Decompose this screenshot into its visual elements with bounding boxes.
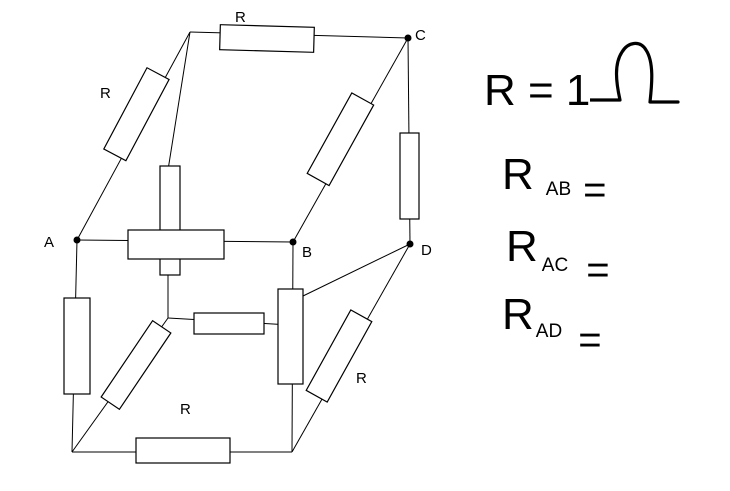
- resistor-a-b-horizontal: [127, 229, 225, 260]
- node-a: [73, 236, 81, 244]
- node-b: [289, 238, 297, 246]
- resistor-left-vertical: [63, 297, 91, 395]
- resistor-top: [219, 24, 315, 53]
- resistor-label-d-bottom: R: [356, 370, 367, 387]
- equation-r-ad-subscript: AD: [535, 321, 563, 342]
- resistor-bottom-horizontal: [135, 437, 231, 464]
- equation-r-symbol: R: [484, 66, 516, 115]
- nodes: [73, 34, 414, 248]
- wire-top-left-to-center: [167, 31, 191, 171]
- resistor-c-b-diagonal: [306, 92, 375, 187]
- node-label-c: C: [415, 27, 426, 44]
- equation-r-ad-sign: =: [578, 318, 602, 362]
- equation-r-ad-symbol: R: [502, 290, 534, 339]
- resistor-label-top-left: R: [100, 85, 111, 102]
- equation-r-ab-subscript: AB: [545, 179, 572, 200]
- node-label-b: B: [302, 244, 312, 261]
- resistor-bottom-left-diagonal: [100, 319, 172, 411]
- node-label-a: A: [44, 234, 54, 251]
- node-d: [406, 240, 414, 248]
- equation-r-ac-subscript: AC: [541, 255, 569, 276]
- equation-r-ab: R AB =: [502, 150, 607, 212]
- equation-r-ac-sign: =: [586, 248, 610, 292]
- resistor-right-vertical: [277, 288, 304, 385]
- equation-r-ac-symbol: R: [506, 222, 538, 271]
- resistor-label-bottom: R: [180, 401, 191, 418]
- wire-d-to-right-resistor: [302, 243, 411, 297]
- resistors: [63, 24, 420, 464]
- node-label-d: D: [421, 242, 432, 259]
- node-c: [404, 34, 412, 42]
- resistor-c-d-vertical: [399, 132, 420, 220]
- equation-r-value: R = 1: [484, 66, 590, 116]
- resistor-center-horizontal: [193, 312, 265, 335]
- equation-r-value-text: = 1: [515, 66, 591, 115]
- resistor-label-top: R: [235, 9, 246, 26]
- resistor-top-left-diagonal: [102, 66, 170, 162]
- equation-r-ab-symbol: R: [502, 150, 534, 199]
- ohm-icon: [590, 41, 680, 104]
- resistor-d-bottom-diagonal: [305, 309, 373, 403]
- equation-r-ab-sign: =: [583, 168, 607, 212]
